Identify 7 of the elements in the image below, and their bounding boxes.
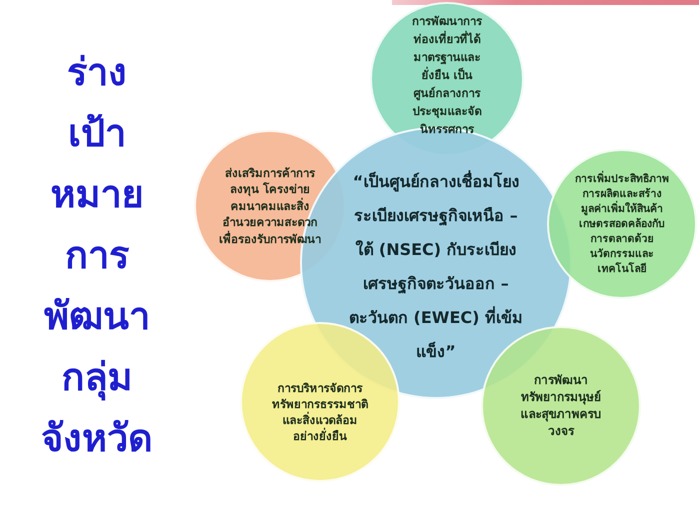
title-text: ร่างเป้าหมายการพัฒนากลุ่มจังหวัด bbox=[41, 49, 153, 462]
goal-text: การบริหารจัดการทรัพยากรธรรมชาติและสิ่งแวดล้อมอย่างยั่งยืน bbox=[271, 380, 369, 444]
goal-text: การพัฒนาทรัพยากรมนุษย์และสุขภาพครบวงจร bbox=[520, 372, 602, 440]
goal-text: การพัฒนาการท่องเที่ยวที่ได้มาตรฐานและยั่งยืน เป็นศูนย์กลางการประชุมและจัดนิทรรศการ bbox=[411, 13, 484, 138]
goal-text: การเพิ่มประสิทธิภาพการผลิตและสร้างมูลค่าเพิ่มให้สินค้าเกษตรสอดคล้องกับการตลาดด้วยนวัตกรรมและเทคโนโลยี bbox=[574, 172, 670, 276]
goal-text: ส่งเสริมการค้าการลงทุน โครงข่ายคมนาคมและสิ่งอำนวยความสะดวกเพื่อรองรับการพัฒนา bbox=[218, 164, 322, 248]
vision-text: “เป็นศูนย์กลางเชื่อมโยงระเบียงเศรษฐกิจเหนือ – ใต้ (NSEC) กับระเบียงเศรษฐกิจตะวันออก – ตะวันตก (EWEC) ที่เข้มแข็ง” bbox=[348, 169, 524, 363]
